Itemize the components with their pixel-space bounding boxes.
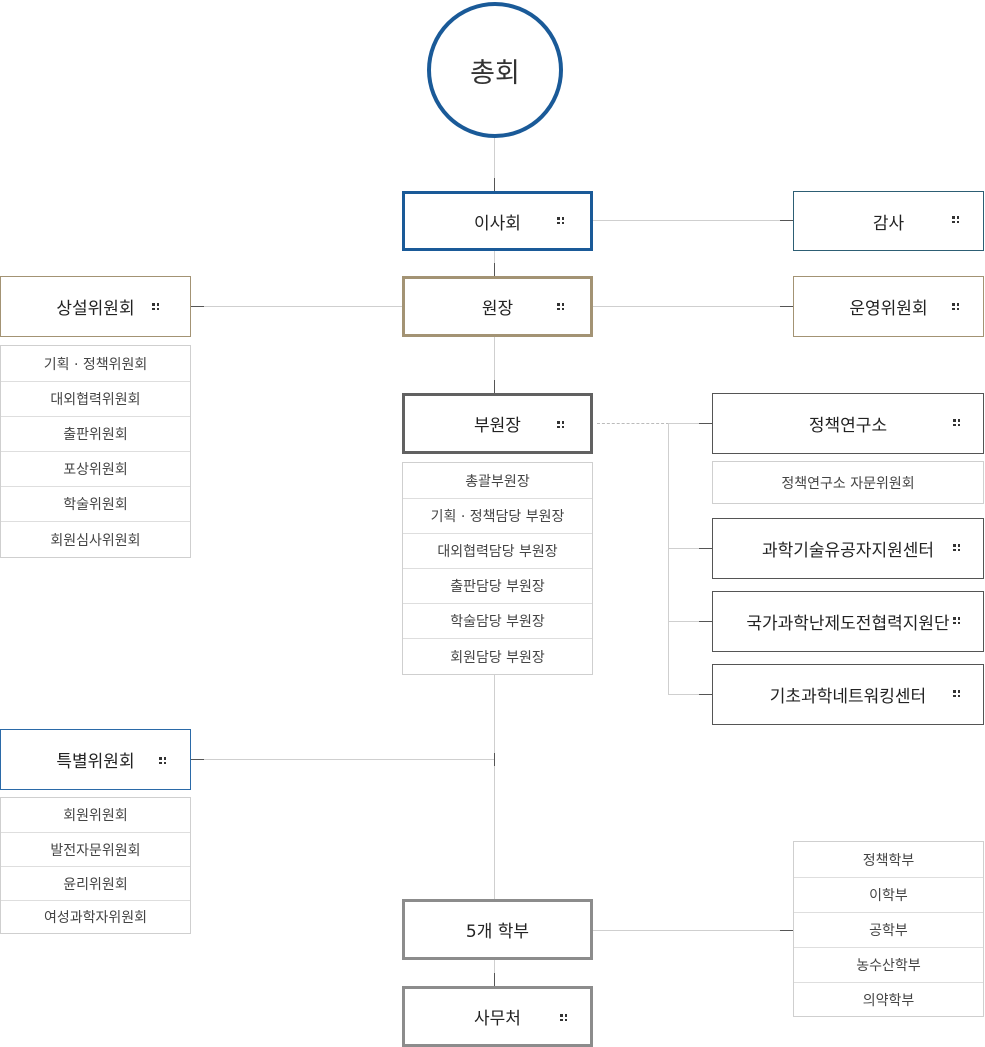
vp-institute-dashed-line — [597, 423, 669, 424]
list-item: 윤리위원회 — [1, 866, 190, 900]
special-committee-label: 특별위원회 — [56, 752, 135, 772]
vice-president-list: 총괄부원장 기획 · 정책담당 부원장 대외협력담당 부원장 출판담당 부원장 … — [402, 462, 593, 675]
list-item: 회원위원회 — [63, 808, 128, 824]
center-line — [668, 621, 712, 622]
secretariat-node[interactable]: 사무처 — [402, 986, 593, 1047]
vice-president-node[interactable]: 부원장 — [402, 393, 593, 454]
more-icon — [952, 303, 959, 310]
list-item: 기획 · 정책담당 부원장 — [403, 498, 592, 533]
tick-mark — [494, 178, 495, 191]
spine-line-top — [494, 138, 495, 191]
list-item: 회원심사위원회 — [1, 521, 190, 557]
general-assembly-node: 총회 — [427, 2, 563, 138]
list-item: 출판위원회 — [1, 416, 190, 451]
more-icon — [952, 216, 959, 223]
operating-committee-label: 운영위원회 — [849, 299, 928, 319]
divisions-line — [593, 930, 793, 931]
list-item: 대외협력담당 부원장 — [403, 533, 592, 568]
president-operating-line — [593, 306, 793, 307]
center-node[interactable]: 국가과학난제도전협력지원단 — [712, 591, 984, 652]
more-icon — [953, 617, 960, 624]
tick-mark — [780, 306, 793, 307]
more-icon — [557, 303, 564, 310]
board-audit-line — [593, 220, 793, 221]
general-assembly-label: 총회 — [470, 57, 520, 89]
more-icon — [953, 544, 960, 551]
board-node[interactable]: 이사회 — [402, 191, 593, 251]
tick-mark — [699, 621, 712, 622]
list-item: 회원담당 부원장 — [403, 638, 592, 674]
vice-president-label: 부원장 — [474, 416, 521, 436]
center-label: 과학기술유공자지원센터 — [761, 541, 935, 561]
center-label: 국가과학난제도전협력지원단 — [746, 614, 950, 634]
tick-mark — [699, 548, 712, 549]
tick-mark — [699, 694, 712, 695]
standing-committee-node[interactable]: 상설위원회 — [0, 276, 191, 337]
policy-institute-node[interactable]: 정책연구소 — [712, 393, 984, 454]
spine-line-president-vp — [494, 337, 495, 393]
center-label: 기초과학네트워킹센터 — [769, 687, 927, 707]
list-item: 이학부 — [794, 877, 983, 912]
list-item: 의약학부 — [794, 982, 983, 1016]
center-line — [668, 694, 712, 695]
tick-mark — [494, 973, 495, 986]
policy-institute-label: 정책연구소 — [808, 416, 888, 436]
more-icon — [953, 690, 960, 697]
divisions-list: 정책학부 이학부 공학부 농수산학부 의약학부 — [793, 841, 984, 1017]
list-item: 농수산학부 — [794, 947, 983, 982]
list-item: 포상위원회 — [1, 451, 190, 486]
president-node[interactable]: 원장 — [402, 276, 593, 337]
center-node[interactable]: 기초과학네트워킹센터 — [712, 664, 984, 725]
more-icon — [560, 1014, 567, 1021]
list-item: 학술담당 부원장 — [403, 603, 592, 638]
president-label: 원장 — [481, 299, 514, 319]
list-item: 대외협력위원회 — [1, 381, 190, 416]
special-committee-list: 회원위원회 발전자문위원회 윤리위원회 여성과학자위원회 — [0, 797, 191, 934]
tick-mark — [191, 306, 204, 307]
divisions-node[interactable]: 5개 학부 — [402, 899, 593, 960]
tick-mark — [494, 263, 495, 276]
more-icon — [159, 757, 166, 764]
tick-mark — [699, 423, 712, 424]
centers-bracket-line — [668, 423, 669, 695]
list-item: 정책학부 — [862, 852, 915, 869]
operating-committee-node[interactable]: 운영위원회 — [793, 276, 984, 337]
institute-line — [669, 423, 712, 424]
audit-node[interactable]: 감사 — [793, 191, 984, 251]
divisions-label: 5개 학부 — [465, 922, 530, 942]
board-label: 이사회 — [474, 213, 521, 234]
standing-committee-list: 기획 · 정책위원회 대외협력위원회 출판위원회 포상위원회 학술위원회 회원심… — [0, 345, 191, 558]
more-icon — [953, 419, 960, 426]
center-line — [668, 548, 712, 549]
policy-institute-advisory: 정책연구소 자문위원회 — [712, 461, 984, 504]
list-item: 출판담당 부원장 — [403, 568, 592, 603]
list-item: 기획 · 정책위원회 — [43, 356, 148, 373]
tick-mark — [780, 220, 793, 221]
secretariat-label: 사무처 — [474, 1009, 521, 1029]
tick-mark — [191, 759, 204, 760]
spine-line-vp-divisions — [494, 675, 495, 899]
special-committee-node[interactable]: 특별위원회 — [0, 729, 191, 790]
tick-mark — [780, 930, 793, 931]
more-icon — [152, 303, 159, 310]
list-item: 발전자문위원회 — [1, 832, 190, 866]
standing-president-line — [191, 306, 403, 307]
list-item: 여성과학자위원회 — [1, 900, 190, 933]
special-committee-line — [191, 759, 494, 760]
center-node[interactable]: 과학기술유공자지원센터 — [712, 518, 984, 579]
list-item: 총괄부원장 — [465, 473, 530, 490]
list-item: 정책연구소 자문위원회 — [781, 475, 915, 492]
list-item: 학술위원회 — [1, 486, 190, 521]
tick-mark — [494, 380, 495, 393]
standing-committee-label: 상설위원회 — [56, 299, 135, 319]
list-item: 공학부 — [794, 912, 983, 947]
more-icon — [557, 217, 564, 224]
more-icon — [557, 421, 564, 428]
audit-label: 감사 — [872, 213, 905, 234]
